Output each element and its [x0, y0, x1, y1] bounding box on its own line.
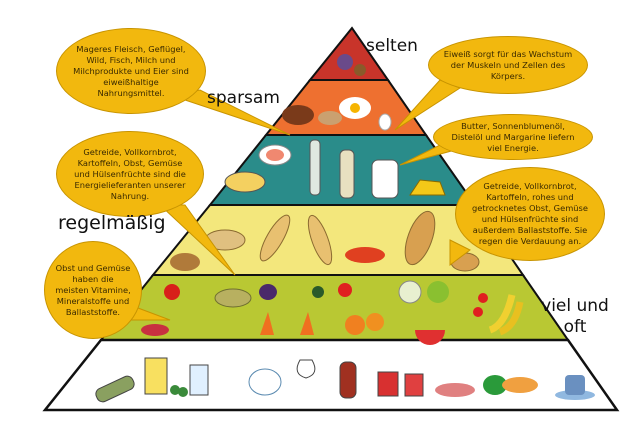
meat-eggs-illustration: [282, 97, 392, 131]
pyramid-tier-drinks: [42, 338, 620, 412]
label-regelmaessig: regelmäßig: [58, 212, 166, 234]
callout-fats: Butter, Sonnenblumenöl, Distelöl und Mar…: [433, 114, 593, 160]
label-viel-und-oft: viel und oft: [541, 296, 609, 337]
label-selten: selten: [366, 36, 418, 56]
callout-protein-role: Eiweiß sorgt für das Wachstum der Muskel…: [428, 36, 588, 94]
fats-dairy-illustration: [224, 139, 446, 199]
callout-fiber: Getreide, Vollkornbrot, Kartoffeln, rohe…: [455, 167, 605, 261]
sweets-illustration: [337, 54, 366, 76]
drinks-illustration: [95, 357, 595, 403]
callout-vitamins: Obst und Gemüse haben die meisten Vitami…: [44, 241, 142, 339]
fruit-veg-illustration: [141, 280, 524, 345]
grains-illustration: [170, 210, 480, 272]
label-sparsam: sparsam: [207, 88, 280, 108]
callout-energy: Getreide, Vollkornbrot, Kartoffeln, Obst…: [56, 131, 204, 217]
callout-protein-foods: Mageres Fleisch, Geflügel, Wild, Fisch, …: [56, 28, 206, 114]
